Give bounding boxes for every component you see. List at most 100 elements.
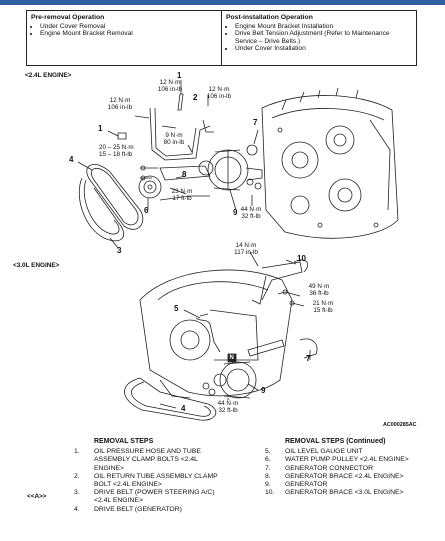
list-item: 4. DRIVE BELT (GENERATOR): [74, 506, 224, 514]
torque-value-imperial: 106 in-lb: [157, 86, 183, 93]
torque-value-nm: 44 N·m: [240, 206, 262, 213]
step-number: 5.: [265, 448, 271, 456]
step-number: 7.: [265, 464, 271, 472]
torque-value-nm: 9 N·m: [165, 132, 183, 139]
generator-brace-30-icon: [251, 259, 308, 305]
step-text: GENERATOR BRACE <3.0L ENGINE>: [285, 489, 404, 497]
postinstall-column: Post-installation Operation Engine Mount…: [221, 11, 416, 65]
preremoval-item: Engine Mount Bracket Removal: [40, 30, 217, 38]
removal-steps-left: REMOVAL STEPS 1.OIL PRESSURE HOSE AND TU…: [74, 438, 224, 514]
torque-label: 44 N·m 32 ft-lb: [218, 400, 239, 414]
torque-label: 14 N·m 117 in-lb: [234, 242, 258, 256]
torque-label: 44 N·m 32 ft-lb: [241, 206, 262, 220]
torque-value-nm: 12 N·m: [208, 86, 230, 93]
torque-label: 20 – 25 N·m 15 – 18 ft-lb: [99, 144, 134, 158]
oil-tube-24-icon: [117, 93, 214, 161]
torque-value-imperial: 32 ft-lb: [218, 407, 238, 414]
torque-value-imperial: 106 in-lb: [206, 93, 232, 100]
torque-label: 12 N·m 106 in-lb: [158, 79, 182, 93]
list-item: 5. OIL LEVEL GAUGE UNIT: [265, 448, 430, 456]
step-text: GENERATOR CONNECTOR: [285, 464, 373, 472]
top-color-bar: [0, 0, 445, 5]
callout-9: 9: [233, 208, 238, 217]
oil-level-gauge-icon: [195, 317, 221, 353]
callout-9-30: 9: [261, 386, 266, 395]
torque-label: 12 N·m 106 in-lb: [207, 86, 231, 100]
preremoval-column: Pre-removal Operation Under Cover Remova…: [27, 11, 221, 65]
engine30-header: <3.0L ENGINE>: [13, 262, 60, 269]
torque-value-nm: 14 N·m: [235, 242, 257, 249]
engine-block-30-icon: [139, 269, 293, 399]
torque-value-imperial: 17 ft-lb: [172, 195, 192, 202]
engine24-header: <2.4L ENGINE>: [25, 72, 72, 79]
side-reference-mark: <<A>>: [27, 493, 47, 500]
preremoval-title: Pre-removal Operation: [31, 14, 105, 21]
figure-code: AC000285AC: [383, 422, 417, 428]
torque-value-imperial: 106 in-lb: [107, 104, 133, 111]
step-number: 10.: [265, 489, 275, 497]
torque-value-nm: 49 N·m: [308, 283, 330, 290]
preremoval-list: Under Cover Removal Engine Mount Bracket…: [31, 23, 217, 38]
step-number: 2.: [74, 472, 80, 480]
list-item: 6. WATER PUMP PULLEY <2.4L ENGINE>: [265, 456, 430, 464]
torque-label: 21 N·m 15 ft-lb: [313, 300, 334, 314]
generator-brace-24-icon: [159, 165, 211, 181]
step-text: OIL PRESSURE HOSE AND TUBE ASSEMBLY CLAM…: [94, 448, 201, 472]
operation-box: Pre-removal Operation Under Cover Remova…: [26, 10, 417, 66]
torque-value-nm: 12 N·m: [109, 97, 131, 104]
n-marker-box: [227, 353, 237, 363]
torque-value-imperial: 117 in-lb: [234, 249, 258, 256]
step-number: 8.: [265, 472, 271, 480]
postinstall-title: Post-installation Operation: [226, 14, 313, 21]
torque-value-imperial: 15 – 18 ft-lb: [99, 151, 133, 158]
step-text: OIL RETURN TUBE ASSEMBLY CLAMP BOLT <2.4…: [94, 472, 218, 489]
torque-value-nm: 12 N·m: [159, 79, 181, 86]
step-text: GENERATOR BRACE <2.4L ENGINE>: [285, 472, 404, 480]
list-item: 9. GENERATOR: [265, 481, 430, 489]
step-text: DRIVE BELT (GENERATOR): [94, 505, 182, 513]
removal-steps-right: REMOVAL STEPS (Continued) 5. OIL LEVEL GA…: [265, 438, 430, 497]
torque-value-nm: 44 N·m: [217, 400, 239, 407]
water-pump-pulley-icon: [138, 175, 162, 199]
postinstall-item: Under Cover Installation: [235, 45, 412, 53]
step-text: WATER PUMP PULLEY <2.4L ENGINE>: [285, 456, 409, 464]
list-item: 7. GENERATOR CONNECTOR: [265, 465, 430, 473]
preremoval-item: Under Cover Removal: [40, 23, 217, 31]
torque-value-nm: 20 – 25 N·m: [99, 144, 134, 151]
step-number: 6.: [265, 456, 271, 464]
list-item: 8. GENERATOR BRACE <2.4L ENGINE>: [265, 473, 430, 481]
torque-label: 9 N·m 80 in-lb: [164, 132, 185, 146]
callout-1-left: 1: [98, 124, 103, 133]
step-number: 1.: [74, 448, 80, 456]
callout-8: 8: [182, 170, 187, 179]
step-number: 4.: [74, 505, 80, 513]
torque-label: 12 N·m 106 in-lb: [108, 97, 132, 111]
connector-30-icon: [299, 338, 318, 359]
step-number: 3.: [74, 489, 80, 497]
step-text: DRIVE BELT (POWER STEERING A/C) <2.4L EN…: [94, 489, 215, 505]
postinstall-item: Engine Mount Bracket Installation: [235, 23, 412, 31]
postinstall-item: Drive Belt Tension Adjustment (Refer to …: [235, 30, 412, 45]
postinstall-list: Engine Mount Bracket Installation Drive …: [226, 23, 412, 53]
list-item: 1. OIL PRESSURE HOSE AND TUBE ASSEMBLY CL…: [74, 448, 224, 473]
removal-steps-continued-title: REMOVAL STEPS (Continued): [285, 438, 386, 445]
generator-30-icon: [213, 361, 257, 399]
callout-10: 10: [297, 254, 306, 263]
torque-value-nm: 21 N·m: [312, 300, 334, 307]
callout-7-30: 7: [306, 354, 311, 363]
callout-7: 7: [253, 118, 258, 127]
callout-4: 4: [69, 155, 74, 164]
drive-belt-30-icon: [124, 377, 217, 421]
step-text: GENERATOR: [285, 481, 328, 489]
torque-label: 49 N·m 36 ft-lb: [309, 283, 330, 297]
torque-value-imperial: 80 in-lb: [163, 139, 185, 146]
callout-1-top: 1: [177, 71, 182, 80]
callout-5: 5: [174, 304, 179, 313]
list-item: 10. GENERATOR BRACE <3.0L ENGINE>: [265, 489, 430, 497]
torque-value-nm: 23 N·m: [171, 188, 193, 195]
step-text: OIL LEVEL GAUGE UNIT: [285, 448, 363, 456]
step-number: 9.: [265, 481, 271, 489]
callout-2: 2: [193, 93, 198, 102]
torque-value-imperial: 32 ft-lb: [241, 213, 261, 220]
